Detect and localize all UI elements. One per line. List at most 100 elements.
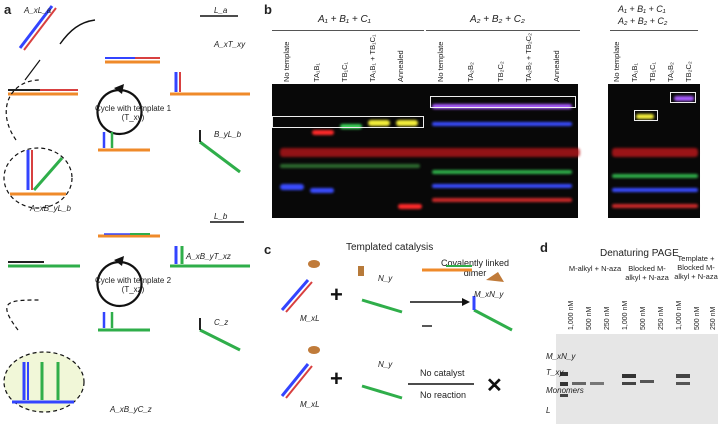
gel-band: [622, 382, 636, 385]
species-axbycz: A_xB_yC_z: [110, 405, 152, 414]
species-axla: A_xL_a: [24, 6, 52, 15]
gel-band: [368, 120, 390, 126]
gel3-group-label-1: A₁ + B₁ + C₁: [618, 4, 666, 14]
conc-label: 250 nM: [604, 306, 611, 330]
gel-band: [622, 374, 636, 378]
gel-band: [432, 122, 572, 126]
svg-text:+: +: [330, 282, 343, 307]
lane-label: No template: [612, 41, 621, 82]
conc-label: 250 nM: [658, 306, 665, 330]
gel-band: [674, 96, 694, 101]
gel-band: [280, 164, 420, 168]
gel-band: [560, 394, 568, 397]
reactant-mxl: M_xL: [300, 314, 320, 323]
panel-b-label: b: [264, 2, 272, 17]
gel-band: [612, 174, 698, 178]
conc-label: 250 nM: [710, 306, 717, 330]
covalent-dimer-label: Covalently linked dimer: [440, 258, 510, 278]
lane-label: TA₁B₁ + TB₁C₁: [368, 34, 377, 82]
gel-band: [640, 380, 654, 383]
lane-label: Annealed: [552, 50, 561, 82]
gel-band: [636, 114, 654, 119]
lane-label: TA₁B₁: [630, 62, 639, 82]
highlight-box: [430, 96, 576, 108]
species-lb: L_b: [214, 212, 228, 221]
gel-band: [312, 130, 334, 135]
fluorescence-gel-main: [272, 84, 580, 218]
gel-band: [572, 382, 586, 385]
lane-label: TA₂B₂: [466, 62, 475, 82]
gel-band: [310, 188, 334, 193]
gel-group-label-2: Blocked M-alkyl + N-aza: [625, 264, 669, 282]
panel-c-title: Templated catalysis: [346, 242, 434, 253]
reactant-ny-2: N_y: [378, 360, 393, 369]
no-reaction-label: No reaction: [420, 390, 467, 400]
gel2-bracket: [426, 30, 580, 31]
species-bylb: B_yL_b: [214, 130, 242, 139]
gel-band: [432, 198, 572, 202]
gel-band: [676, 382, 690, 385]
fluorescence-gel-side: [608, 84, 700, 218]
highlight-box: [670, 92, 696, 103]
conc-label: 1,000 nM: [622, 300, 629, 330]
svg-text:✕: ✕: [486, 375, 503, 397]
conc-label: 1,000 nM: [676, 300, 683, 330]
gel-band: [560, 372, 568, 376]
no-catalyst-label: No catalyst: [420, 368, 465, 378]
denaturing-gel: [556, 334, 718, 424]
svg-text:+: +: [330, 366, 343, 391]
gel-band: [432, 170, 572, 174]
lane-label: No template: [282, 41, 291, 82]
panel-c-label: c: [264, 242, 272, 257]
gel2-group-label: A₂ + B₂ + C₂: [470, 14, 525, 25]
gel-band: [676, 374, 690, 378]
lane-label: TA₂B₂: [666, 62, 675, 82]
legend-l: L: [546, 406, 551, 415]
lane-label: No template: [436, 41, 445, 82]
gel3-bracket: [610, 30, 698, 31]
panel-c-diagram: + + ✕: [280, 260, 513, 400]
cycle1-label: Cycle with template 1 (T_xy): [94, 104, 172, 122]
gel-band: [340, 124, 362, 129]
gel3-group-label-2: A₂ + B₂ + C₂: [618, 16, 668, 26]
gel-band: [432, 184, 572, 188]
conc-label: 500 nM: [586, 306, 593, 330]
conc-label: 500 nM: [694, 306, 701, 330]
product-mxny: M_xN_y: [474, 290, 504, 299]
legend-monomers: Monomers: [546, 386, 584, 395]
gel-band: [280, 148, 580, 157]
lane-label: TB₁C₁: [648, 61, 657, 82]
gel-band: [612, 148, 698, 157]
highlight-box: [634, 110, 658, 121]
gel-group-label-3: Template + Blocked M-alkyl + N-aza: [674, 254, 718, 281]
panel-d-title: Denaturing PAGE: [600, 248, 679, 259]
gel-band: [590, 382, 604, 385]
conc-label: 1,000 nM: [568, 300, 575, 330]
gel1-group-label: A₁ + B₁ + C₁: [318, 14, 371, 25]
highlight-box: [272, 116, 424, 128]
species-axbytxz: A_xB_yT_xz: [186, 252, 231, 261]
gel-group-label-1: M-alkyl + N-aza: [568, 264, 622, 273]
panel-a-diagram: [3, 5, 250, 413]
gel-band: [398, 204, 422, 209]
lane-label: TA₁B₁: [312, 62, 321, 82]
panel-a-label: a: [4, 2, 12, 17]
gel-band: [612, 188, 698, 192]
gel-band: [396, 120, 418, 126]
species-la: L_a: [214, 6, 228, 15]
gel1-bracket: [272, 30, 424, 31]
species-axtxy: A_xT_xy: [214, 40, 246, 49]
species-cz: C_z: [214, 318, 229, 327]
lane-label: TB₂C₂: [684, 61, 693, 82]
lane-label: TB₂C₂: [496, 61, 505, 82]
gel-band: [432, 104, 572, 109]
reactant-ny: N_y: [378, 274, 393, 283]
gel-band: [560, 382, 568, 386]
panel-d-label: d: [540, 240, 548, 255]
lane-label: TB₁C₁: [340, 61, 349, 82]
reactant-mxl-2: M_xL: [300, 400, 320, 409]
legend-txy: T_xy: [546, 368, 564, 377]
legend-mxny: M_xN_y: [546, 352, 576, 361]
conc-label: 500 nM: [640, 306, 647, 330]
gel-band: [612, 204, 698, 208]
